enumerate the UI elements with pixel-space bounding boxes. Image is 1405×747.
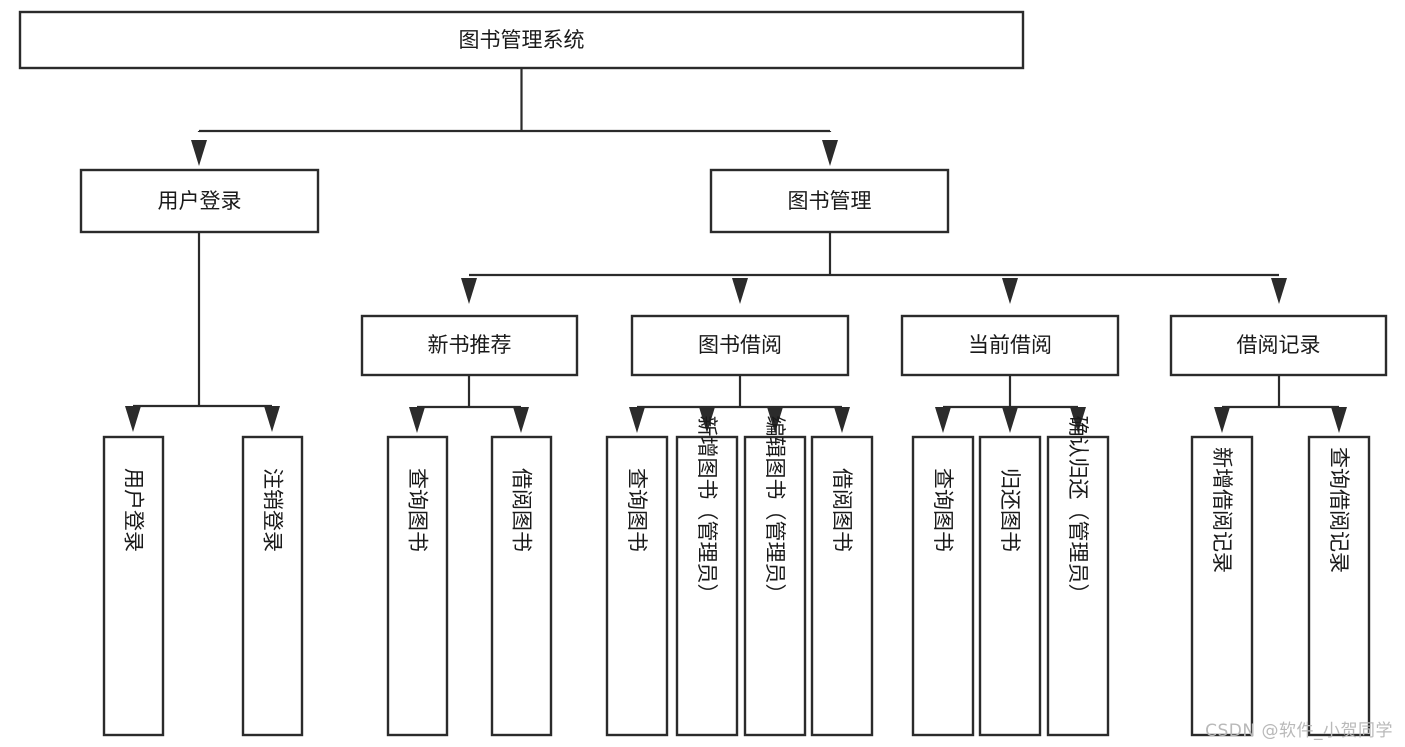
leaf-br-query-record-label: 查询借阅记录 (1327, 447, 1351, 573)
leaf-bb-borrow-book-box[interactable] (810, 435, 874, 737)
connector-group-new-book-rec (409, 375, 529, 433)
leaf-bb-edit-book[interactable]: 编辑图书（管理员） (743, 416, 807, 737)
connector-group-current-borrow (935, 375, 1086, 433)
arrow-to-current-borrow (1002, 278, 1018, 304)
node-new-book-rec-label: 新书推荐 (428, 333, 512, 357)
leaf-cb-query-book[interactable]: 查询图书 (911, 435, 975, 737)
leaf-user-login[interactable]: 用户登录 (102, 435, 165, 737)
leaf-br-query-record-box[interactable] (1307, 435, 1371, 737)
leaf-cb-return-book[interactable]: 归还图书 (978, 435, 1042, 737)
leaf-cb-return-book-box[interactable] (978, 435, 1042, 737)
leaf-br-query-record[interactable]: 查询借阅记录 (1307, 435, 1371, 737)
node-book-borrow-label: 图书借阅 (698, 333, 782, 357)
node-current-borrow-label: 当前借阅 (968, 333, 1052, 357)
leaf-nbr-borrow-book[interactable]: 借阅图书 (490, 435, 553, 737)
leaf-nbr-query-book-box[interactable] (386, 435, 449, 737)
node-current-borrow-box[interactable] (900, 314, 1120, 377)
leaf-cb-query-book-label: 查询图书 (931, 468, 955, 552)
leaf-logout-box[interactable] (241, 435, 304, 737)
node-current-borrow[interactable]: 当前借阅 (900, 314, 1120, 377)
leaf-bb-add-book-box[interactable] (675, 435, 739, 737)
node-user-login-box[interactable] (79, 168, 320, 234)
leaf-nbr-borrow-book-label: 借阅图书 (510, 468, 534, 552)
leaf-user-login-label: 用户登录 (122, 468, 146, 552)
node-book-manage[interactable]: 图书管理 (709, 168, 950, 234)
arrow-to-cb-query (935, 407, 951, 433)
node-borrow-record-box[interactable] (1169, 314, 1388, 377)
node-book-borrow-box[interactable] (630, 314, 850, 377)
leaf-logout[interactable]: 注销登录 (241, 435, 304, 737)
leaf-bb-borrow-book-label: 借阅图书 (830, 468, 854, 552)
arrow-to-nbr-borrow (513, 407, 529, 433)
arrow-to-leaf-user-login (125, 406, 141, 432)
arrow-to-new-book-rec (461, 278, 477, 304)
arrow-to-nbr-query (409, 407, 425, 433)
leaf-bb-edit-book-label: 编辑图书（管理员） (763, 416, 787, 605)
leaf-bb-query-book[interactable]: 查询图书 (605, 435, 669, 737)
arrow-to-bb-borrow (834, 407, 850, 433)
arrow-to-br-query (1331, 407, 1347, 433)
node-book-borrow[interactable]: 图书借阅 (630, 314, 850, 377)
arrow-to-borrow-record (1271, 278, 1287, 304)
node-borrow-record-label: 借阅记录 (1237, 333, 1321, 357)
leaf-nbr-borrow-book-box[interactable] (490, 435, 553, 737)
connector-group-borrow-record (1214, 375, 1347, 433)
arrow-to-leaf-logout (264, 406, 280, 432)
leaf-nbr-query-book-label: 查询图书 (406, 468, 430, 552)
connector-group-book-borrow (629, 375, 850, 433)
arrow-to-user-login (191, 140, 207, 166)
leaf-logout-label: 注销登录 (261, 468, 285, 552)
arrow-to-book-borrow (732, 278, 748, 304)
leaf-cb-return-book-label: 归还图书 (998, 468, 1022, 552)
leaf-cb-confirm-return-box[interactable] (1046, 435, 1110, 737)
node-root-label: 图书管理系统 (459, 28, 585, 52)
node-book-manage-box[interactable] (709, 168, 950, 234)
leaf-cb-confirm-return[interactable]: 确认归还（管理员） (1046, 416, 1110, 737)
leaf-cb-confirm-return-label: 确认归还（管理员） (1066, 416, 1090, 605)
leaf-bb-query-book-label: 查询图书 (625, 468, 649, 552)
leaf-br-add-record-label: 新增借阅记录 (1210, 447, 1234, 573)
arrow-to-book-manage (822, 140, 838, 166)
connector-group-book-manage (461, 232, 1287, 304)
node-book-manage-label: 图书管理 (788, 189, 872, 213)
leaf-cb-query-book-box[interactable] (911, 435, 975, 737)
arrow-to-bb-query (629, 407, 645, 433)
node-user-login-label: 用户登录 (158, 189, 242, 213)
node-root-box[interactable] (18, 10, 1025, 70)
connector-group-user-login (125, 232, 280, 432)
leaf-bb-edit-book-box[interactable] (743, 435, 807, 737)
leaf-bb-add-book-label: 新增图书（管理员） (695, 416, 719, 605)
leaf-bb-borrow-book[interactable]: 借阅图书 (810, 435, 874, 737)
leaf-br-add-record-box[interactable] (1190, 435, 1254, 737)
node-root[interactable]: 图书管理系统 (18, 10, 1025, 70)
leaf-br-add-record[interactable]: 新增借阅记录 (1190, 435, 1254, 737)
leaf-bb-query-book-box[interactable] (605, 435, 669, 737)
node-user-login[interactable]: 用户登录 (79, 168, 320, 234)
leaf-nbr-query-book[interactable]: 查询图书 (386, 435, 449, 737)
connector-group-root (191, 68, 838, 166)
leaf-bb-add-book[interactable]: 新增图书（管理员） (675, 416, 739, 737)
node-new-book-rec[interactable]: 新书推荐 (360, 314, 579, 377)
node-borrow-record[interactable]: 借阅记录 (1169, 314, 1388, 377)
arrow-to-br-add (1214, 407, 1230, 433)
arrow-to-cb-return (1002, 407, 1018, 433)
leaf-user-login-box[interactable] (102, 435, 165, 737)
node-new-book-rec-box[interactable] (360, 314, 579, 377)
